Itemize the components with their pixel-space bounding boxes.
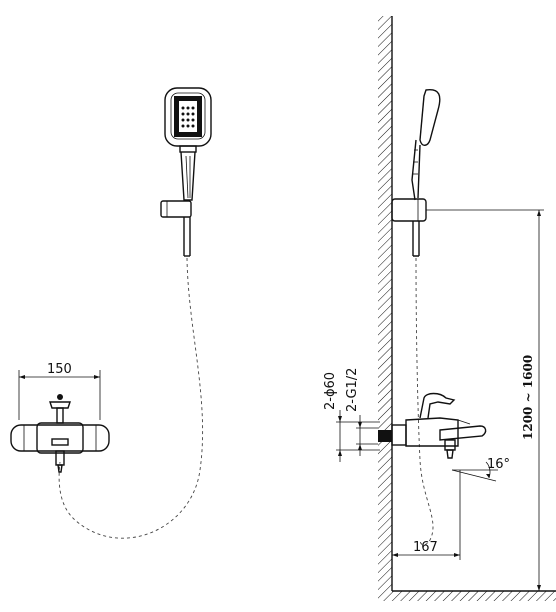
projection-dimension: 167 bbox=[392, 470, 461, 560]
front-view: 150 bbox=[10, 87, 212, 539]
shower-holder-side bbox=[391, 198, 434, 546]
width-dimension: 150 bbox=[18, 362, 101, 420]
angle-label: 16° bbox=[487, 457, 510, 472]
height-dimension: 1200 ~ 1600 bbox=[426, 209, 544, 591]
side-view: 1200 ~ 1600 16° bbox=[323, 16, 556, 601]
connection-callouts: 2-ϕ60 2-G1/2 bbox=[323, 368, 380, 462]
diameter-label: 2-ϕ60 bbox=[323, 372, 338, 410]
mixer-side bbox=[378, 392, 487, 459]
nozzle-pattern bbox=[174, 96, 202, 137]
wall bbox=[378, 16, 556, 601]
shower-holder bbox=[160, 200, 192, 218]
angle-indicator: 16° bbox=[451, 457, 510, 482]
hand-shower-head bbox=[164, 87, 212, 201]
projection-label: 167 bbox=[413, 540, 438, 555]
height-label: 1200 ~ 1600 bbox=[521, 355, 535, 440]
thread-label: 2-G1/2 bbox=[345, 368, 360, 412]
width-label: 150 bbox=[47, 362, 72, 377]
mixer-front bbox=[10, 394, 110, 473]
shower-hose bbox=[58, 217, 204, 539]
hand-shower-side bbox=[411, 89, 441, 201]
